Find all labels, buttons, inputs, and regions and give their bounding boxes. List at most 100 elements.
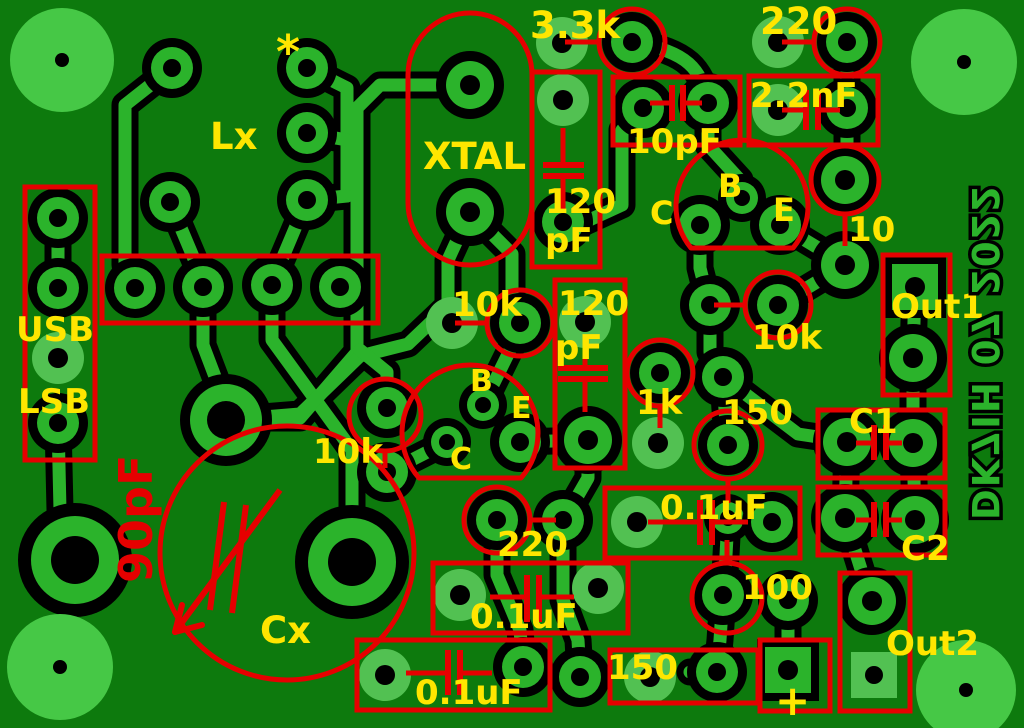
silk-usb-lsb-connector xyxy=(22,184,98,463)
pad-hole xyxy=(460,75,480,95)
label-B-20: B xyxy=(470,364,493,399)
pad-hole xyxy=(298,124,316,142)
label-10-12: 10 xyxy=(848,210,895,250)
pad-hole xyxy=(905,277,925,297)
pad-hole xyxy=(375,665,395,685)
label-Lx-5: Lx xyxy=(210,115,258,158)
label-*-4: * xyxy=(276,25,300,79)
pad-hole xyxy=(161,193,179,211)
pad-hole xyxy=(588,578,608,598)
pad-hole xyxy=(450,585,470,605)
pad-hole xyxy=(905,510,925,530)
pad-hole xyxy=(328,538,376,586)
silk-trimmer-arrowhead xyxy=(172,602,185,635)
pad-hole xyxy=(554,213,572,231)
pad-hole xyxy=(838,99,856,117)
label-100-32: 100 xyxy=(742,568,813,608)
silk-plus-pad xyxy=(757,637,833,714)
pad-hole xyxy=(511,314,529,332)
pad-hole xyxy=(701,296,719,314)
silk-cap-c1 xyxy=(815,407,948,481)
pad-hole xyxy=(708,663,726,681)
pad-hole xyxy=(627,512,647,532)
pad-hole xyxy=(126,279,144,297)
label-USB-13: USB xyxy=(16,310,94,350)
pad-hole xyxy=(865,666,883,684)
pad-hole xyxy=(691,216,709,234)
label-C-9: C xyxy=(650,194,673,232)
mounting-hole-drill xyxy=(957,55,971,69)
label-Out1-19: Out1 xyxy=(891,287,984,327)
label-LSB-14: LSB xyxy=(18,382,90,422)
label-E-21: E xyxy=(511,391,532,426)
pad-hole xyxy=(511,433,529,451)
label-pF-8: pF xyxy=(545,221,593,261)
label-0.1uF-27: 0.1uF xyxy=(660,488,768,528)
pad-hole xyxy=(298,191,316,209)
pad-hole xyxy=(571,668,589,686)
mounting-hole-drill xyxy=(55,53,69,67)
pad-hole xyxy=(554,511,572,529)
pad-hole xyxy=(838,33,856,51)
pad-hole xyxy=(769,296,787,314)
pad-hole xyxy=(903,433,923,453)
silk-cap-c2 xyxy=(815,484,948,558)
pad-hole xyxy=(49,209,67,227)
pad-hole xyxy=(714,586,732,604)
pad-hole xyxy=(575,312,595,332)
copper-text-group: DK7IH 07 2022 xyxy=(960,180,1010,523)
label-120-16: 120 xyxy=(558,284,629,324)
copper-text: DK7IH 07 2022 xyxy=(963,184,1006,520)
label-C2-33: C2 xyxy=(901,529,950,569)
pad-hole xyxy=(51,536,99,584)
silk-trimmer-plate xyxy=(229,504,249,614)
silk-transistor-q1 xyxy=(673,137,811,251)
label-3.3k-0: 3.3k xyxy=(530,4,622,47)
silk-cap-2.2nf xyxy=(746,73,881,148)
pad-hole xyxy=(623,33,641,51)
pad-hole xyxy=(263,276,281,294)
pad-hole xyxy=(48,348,68,368)
label-0.1uF-30: 0.1uF xyxy=(415,673,523,713)
pad-hole xyxy=(163,59,181,77)
silk-varicap-cx-body xyxy=(157,423,417,683)
pad-hole xyxy=(768,100,788,120)
pad-hole xyxy=(835,170,855,190)
label-10pF-3: 10pF xyxy=(627,122,722,162)
pad-hole xyxy=(835,508,855,528)
label-+-35: + xyxy=(775,676,810,725)
silk-out1-connector xyxy=(880,252,953,398)
pad-hole xyxy=(475,397,491,413)
label-120-7: 120 xyxy=(545,182,616,222)
pad-hole xyxy=(514,658,532,676)
pad-hole xyxy=(553,90,573,110)
label-B-10: B xyxy=(718,167,742,205)
pad-hole xyxy=(49,414,67,432)
label-10k-23: 10k xyxy=(313,432,384,472)
pad-hole xyxy=(488,511,506,529)
pad-hole xyxy=(648,433,668,453)
label-1k-24: 1k xyxy=(636,383,684,423)
label-10k-15: 10k xyxy=(452,285,523,325)
pad-hole xyxy=(771,216,789,234)
silk-lx-header xyxy=(99,253,381,326)
label-2.2nF-2: 2.2nF xyxy=(750,76,858,116)
pad-hole xyxy=(778,660,798,680)
silk-trimmer-plate xyxy=(207,501,227,611)
label-10k-18: 10k xyxy=(752,318,823,358)
pad-hole xyxy=(634,99,652,117)
pad-hole xyxy=(734,190,750,206)
pad-hole xyxy=(552,33,572,53)
label-220-1: 220 xyxy=(760,0,837,43)
pad-hole xyxy=(651,364,669,382)
silk-cap-120pf-1 xyxy=(529,69,603,270)
label-C-22: C xyxy=(450,442,472,477)
label-150-31: 150 xyxy=(607,648,678,688)
pad-hole xyxy=(194,278,212,296)
silk-trimmer-arrowhead xyxy=(172,622,205,635)
pad-hole xyxy=(298,59,316,77)
pad-hole xyxy=(763,513,781,531)
silk-transistor-q2 xyxy=(399,362,541,481)
